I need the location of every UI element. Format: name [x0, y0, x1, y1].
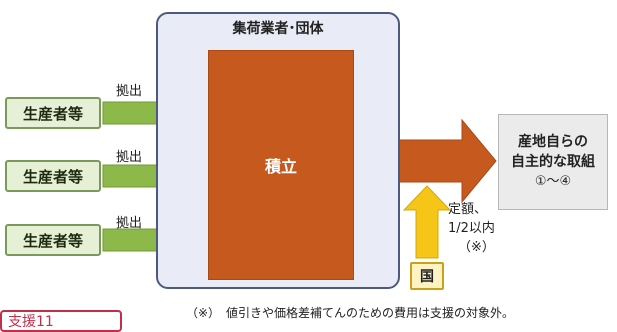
support-tag: 支援11 — [0, 310, 122, 332]
producer-box-1: 生産者等 — [5, 97, 101, 129]
fund-block: 積立 — [208, 50, 354, 280]
subsidy-rate-text: 定額、 1/2以内 （※） — [448, 200, 495, 257]
subsidy-line-2: 1/2以内 — [448, 221, 495, 236]
yellow-arrow — [402, 185, 452, 259]
producer-box-2: 生産者等 — [5, 160, 101, 192]
contribution-label-2: 拠出 — [116, 150, 143, 165]
government-box: 国 — [410, 262, 444, 290]
subsidy-line-1: 定額、 — [448, 202, 488, 217]
footnote: （※） 値引きや価格差補てんのための費用は支援の対象外。 — [186, 306, 515, 320]
regional-initiative-box: 産地自らの 自主的な取組 ①～④ — [498, 114, 608, 210]
fund-label: 積立 — [264, 157, 297, 176]
subsidy-line-3: （※） — [458, 240, 495, 255]
result-line-3: ①～④ — [534, 174, 572, 189]
producer-box-3: 生産者等 — [5, 224, 101, 256]
contribution-label-1: 拠出 — [116, 84, 143, 99]
contribution-label-3: 拠出 — [116, 216, 143, 231]
result-line-1: 産地自らの — [518, 134, 588, 150]
collector-group-title: 集荷業者･団体 — [232, 21, 324, 37]
result-line-2: 自主的な取組 — [511, 154, 595, 170]
